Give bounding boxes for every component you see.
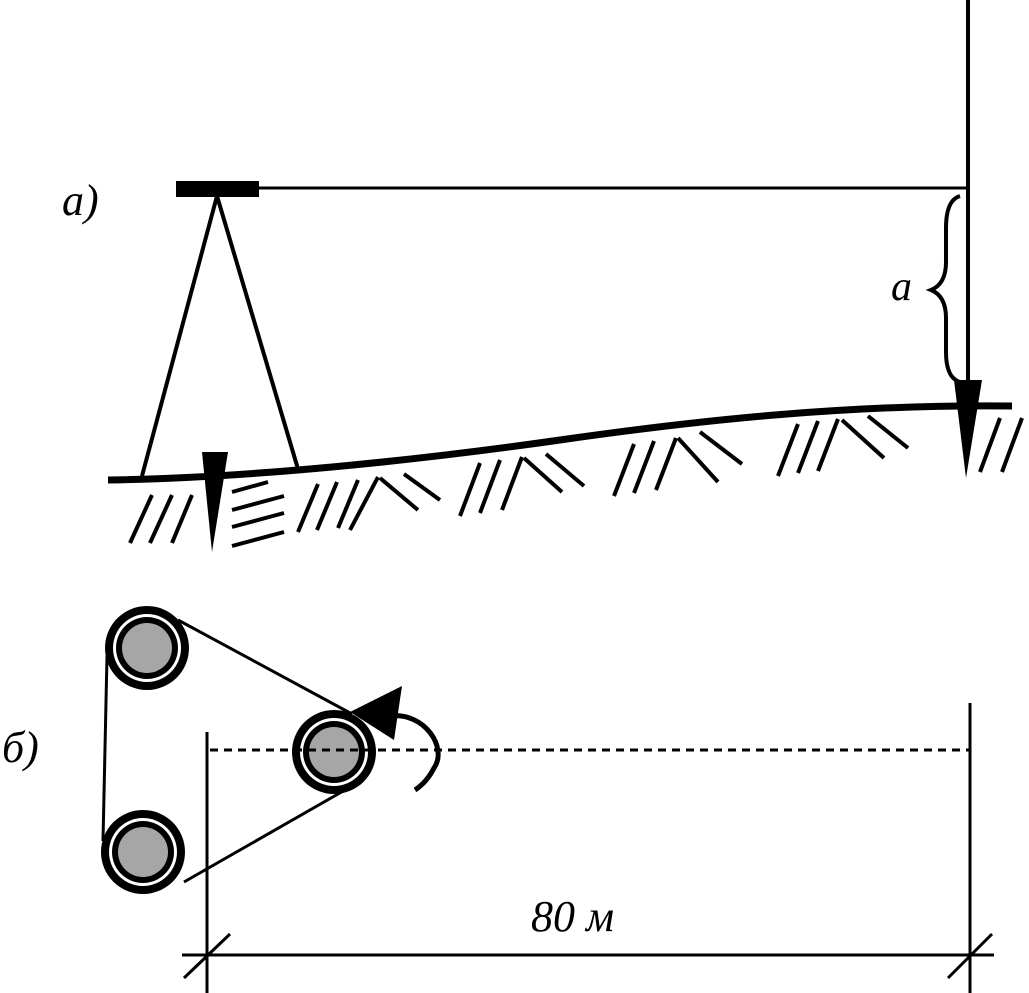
ground-surface bbox=[107, 402, 1013, 484]
ground-peg-left bbox=[202, 452, 228, 552]
part-b-label: б) bbox=[2, 723, 39, 772]
height-brace bbox=[925, 194, 961, 384]
rotation-arrow bbox=[350, 686, 441, 793]
wheel-middle bbox=[292, 710, 376, 794]
belt bbox=[101, 618, 353, 884]
part-b-diagram: б) bbox=[2, 606, 994, 993]
tripod-leg-left bbox=[140, 195, 219, 477]
dimension-tick-left bbox=[182, 932, 232, 980]
ground-hatching bbox=[128, 414, 1024, 548]
part-a-label: а) bbox=[62, 176, 99, 225]
height-label: a bbox=[891, 264, 912, 310]
distance-label: 80 м bbox=[531, 892, 614, 941]
part-a-diagram: а) a bbox=[62, 0, 1024, 552]
tripod-leg-right bbox=[215, 195, 300, 470]
wheel-bottom bbox=[101, 810, 185, 894]
ground-peg-right bbox=[954, 380, 982, 478]
instrument-head bbox=[176, 181, 259, 197]
level-instrument bbox=[140, 181, 300, 477]
wheel-top bbox=[105, 606, 189, 690]
dimension-tick-right bbox=[946, 932, 994, 980]
